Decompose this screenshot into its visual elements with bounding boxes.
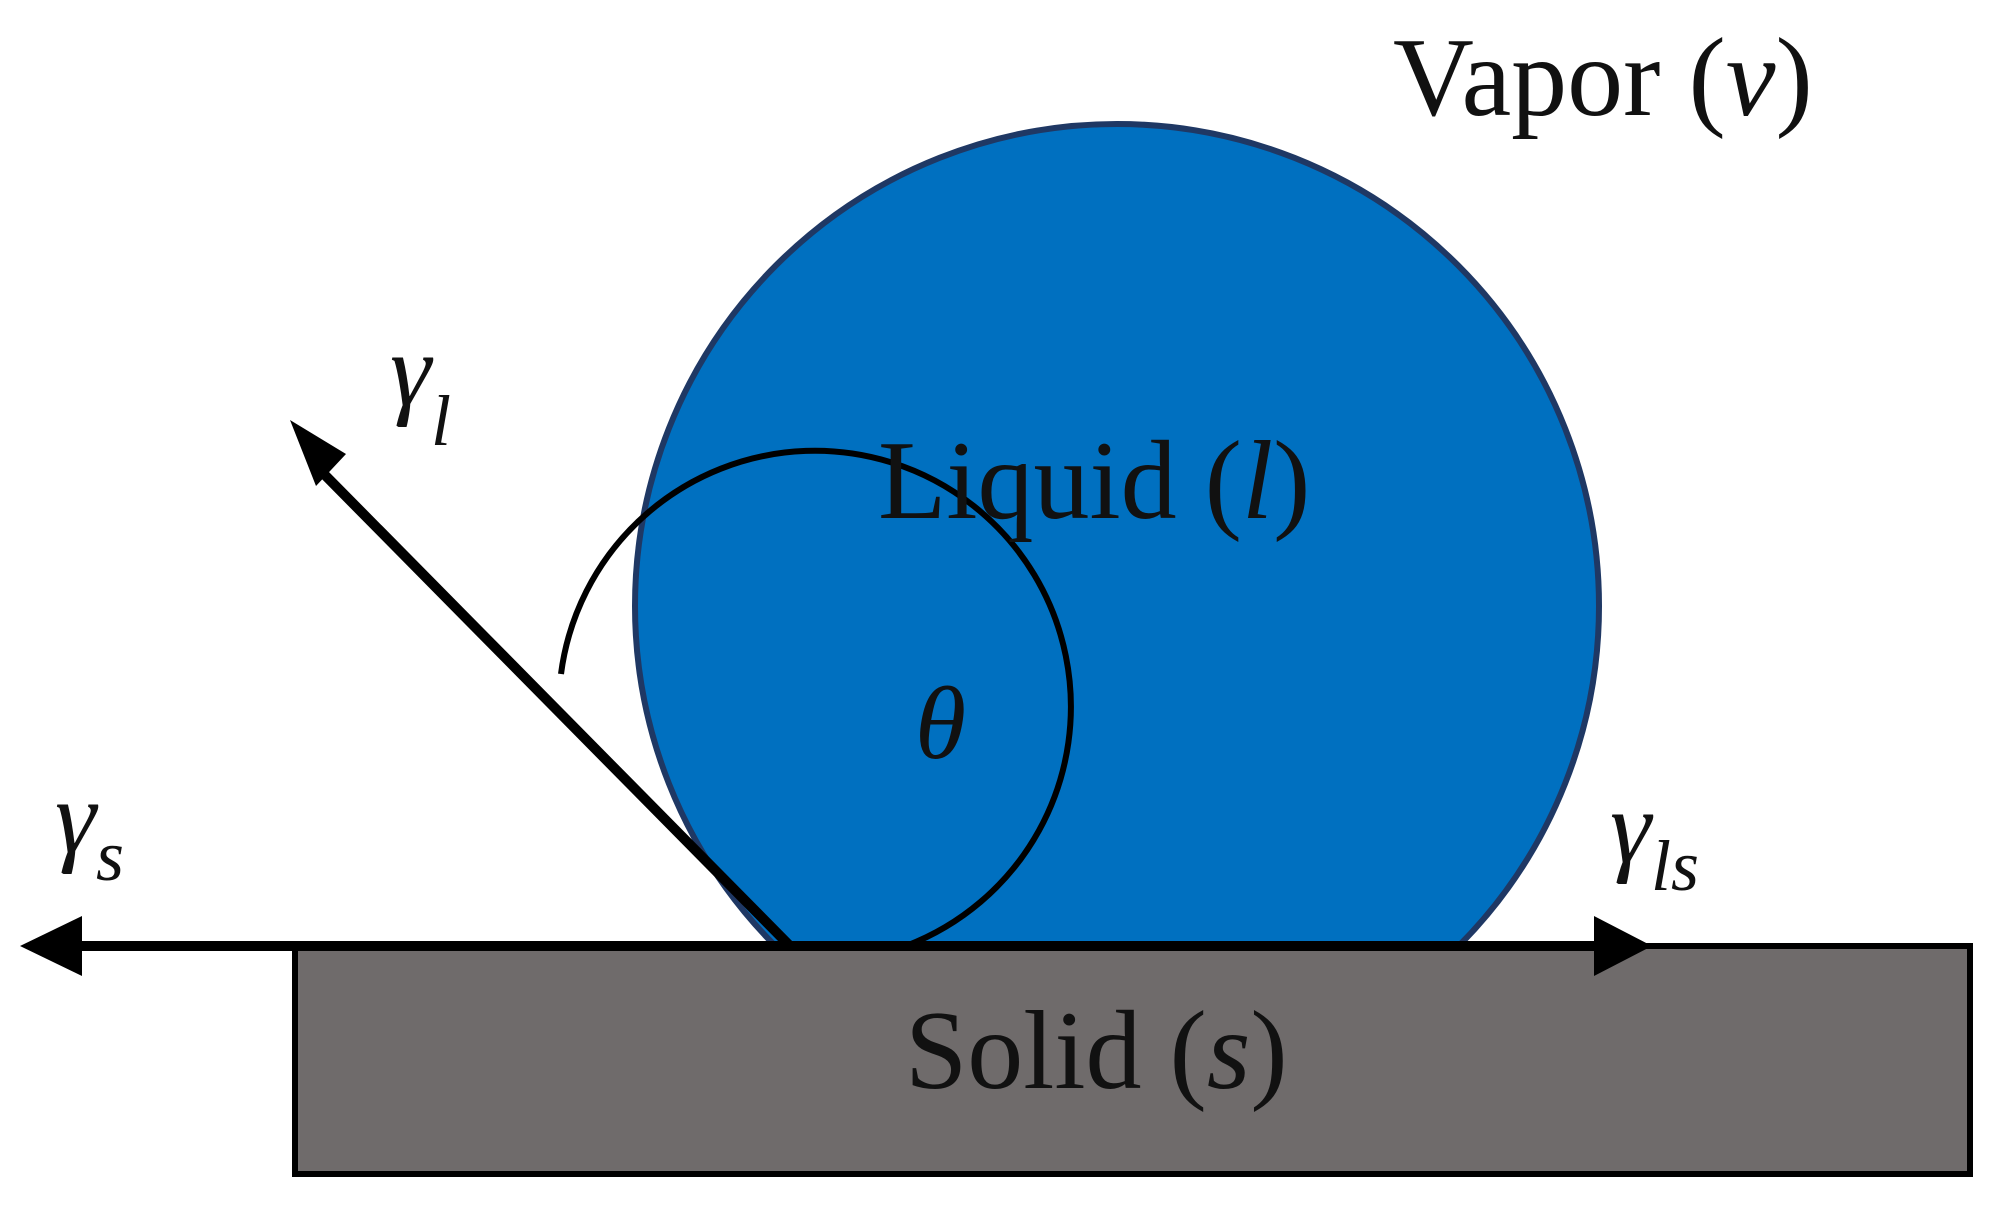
gamma-s-arrowhead	[20, 916, 82, 976]
gamma-ls-label: γls	[1610, 770, 1699, 906]
liquid-label: Liquid (l)	[878, 419, 1310, 543]
gamma-l-subscript: l	[431, 381, 451, 461]
gamma-l-symbol: γ	[390, 313, 434, 428]
contact-angle-arc	[558, 447, 1074, 949]
gamma-ls-subscript: ls	[1651, 826, 1699, 906]
solid-symbol: s	[1207, 989, 1251, 1113]
liquid-symbol: l	[1242, 419, 1273, 543]
solid-block	[292, 943, 1973, 1177]
gamma-s-symbol: γ	[55, 760, 99, 875]
vapor-symbol: v	[1726, 16, 1776, 140]
solid-label-text: Solid	[905, 989, 1142, 1113]
gamma-s-label: γs	[55, 760, 124, 896]
liquid-label-text: Liquid	[878, 419, 1177, 543]
gamma-l-label: γl	[390, 313, 451, 461]
vapor-label-text: Vapor	[1393, 16, 1660, 140]
contact-angle-label: θ	[915, 666, 966, 781]
gamma-l-arrow-shaft	[314, 464, 794, 950]
gamma-ls-arrowhead	[1594, 916, 1652, 976]
liquid-droplet	[632, 121, 1602, 944]
gamma-s-subscript: s	[96, 816, 124, 896]
gamma-ls-symbol: γ	[1610, 770, 1654, 885]
vapor-label: Vapor (v)	[1393, 16, 1813, 140]
liquid-droplet-shape	[632, 121, 1602, 944]
solid-label: Solid (s)	[905, 989, 1288, 1113]
gamma-l-arrowhead	[290, 420, 346, 486]
